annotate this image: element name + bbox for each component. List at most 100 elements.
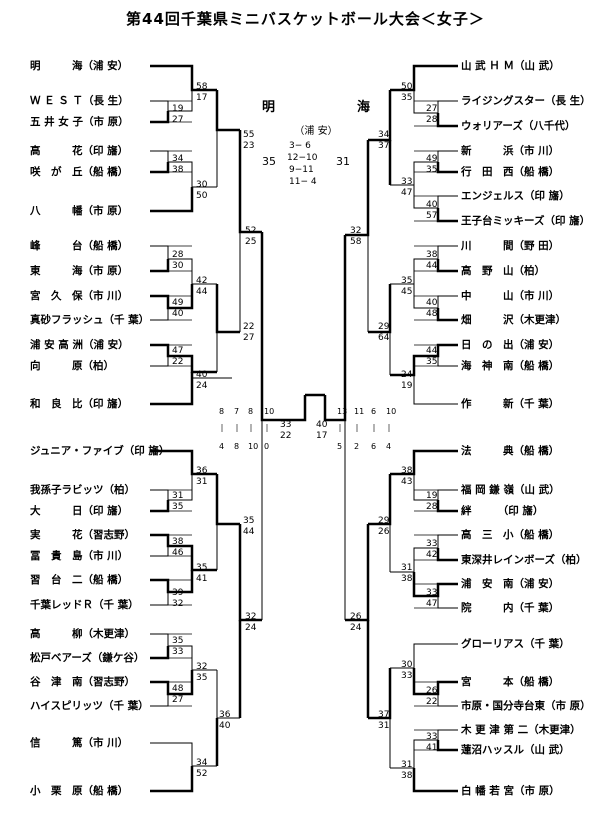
score-right-top: 49: [426, 154, 438, 164]
bracket-line: [215, 474, 240, 526]
score-left-top: 35: [196, 563, 208, 573]
bracket-line: [150, 694, 169, 707]
bracket-line: [436, 740, 458, 752]
team-name-right: 白 幡 若 宮（市 原）: [461, 785, 560, 797]
score-right-bottom: 31: [378, 721, 390, 731]
score-right-bottom: 38: [401, 574, 413, 584]
team-name-left: 向 原（柏）: [30, 360, 114, 372]
score-right-top: 33: [426, 588, 438, 598]
score-right-top: 33: [401, 177, 413, 187]
score-left-top: 52: [245, 226, 257, 236]
team-name-left: ハイスピリッツ（千 葉）: [30, 700, 149, 712]
team-name-right: 行 田 西（船 橋）: [461, 166, 560, 178]
team-name-right: 市原・国分寺台東（市 原）: [461, 700, 591, 712]
score-left-bottom: 50: [196, 191, 208, 201]
score-right-top: 29: [378, 322, 390, 332]
score-left-top: 34: [172, 154, 184, 164]
bracket-line: [390, 643, 458, 669]
team-name-right: 新 浜（市 川）: [461, 145, 560, 157]
score-right-bottom: 33: [401, 671, 413, 681]
quarter-score: 11: [354, 407, 365, 416]
score-right-bottom: 24: [350, 623, 362, 633]
bracket-line: [390, 150, 458, 186]
bracket-line: [150, 64, 217, 92]
score-left-bottom: 17: [196, 93, 208, 103]
score-left-top: 48: [172, 684, 184, 694]
score-right-top: 19: [426, 491, 438, 501]
bracket-line: [150, 187, 194, 213]
score-right-bottom: 35: [401, 93, 413, 103]
quarter-score: 6: [371, 442, 377, 451]
score-left-bottom: 38: [172, 165, 184, 175]
score-right-top: 35: [401, 276, 413, 286]
score-left-top: 49: [172, 298, 184, 308]
score-left-bottom: 52: [196, 769, 208, 779]
score-left-bottom: 27: [243, 333, 255, 343]
team-name-left: 高 柳（木更津）: [30, 628, 135, 640]
team-name-left: 咲 が 丘（船 橋）: [30, 166, 129, 178]
score-left-bottom: 44: [243, 527, 255, 537]
bracket-line: [345, 524, 370, 622]
score-left-bottom: 35: [172, 502, 184, 512]
team-name-right: 宮 本（船 橋）: [461, 676, 560, 688]
quarter-score: 13: [337, 407, 348, 416]
score-left-top: 19: [172, 104, 184, 114]
bracket-line: [436, 113, 458, 128]
score-right-bottom: 26: [378, 527, 390, 537]
score-right-bottom: 35: [426, 357, 438, 367]
score-right-bottom: 44: [426, 261, 438, 271]
bracket-line: [323, 235, 347, 422]
team-name-right: ライジングスター（長 生）: [461, 95, 591, 107]
team-name-right: 作 新（千 葉）: [461, 398, 560, 410]
team-name-right: 高 野 山（柏）: [461, 265, 545, 277]
bracket-line: [150, 742, 217, 767]
bracket-line: [436, 208, 458, 223]
score-right-top: 34: [378, 130, 390, 140]
bracket-line: [150, 546, 169, 557]
score-left-bottom: 41: [196, 574, 208, 584]
bracket-line: [260, 232, 307, 422]
score-left-top: 32: [245, 612, 257, 622]
score-right-bottom: 37: [378, 141, 390, 151]
bracket-line: [150, 245, 217, 285]
team-name-left: 八 幡（市 原）: [30, 205, 129, 217]
score-right-top: 26: [426, 686, 438, 696]
score-left-top: 30: [196, 180, 208, 190]
team-name-right: エンジェルス（印 旛）: [461, 190, 570, 202]
bracket-line: [150, 356, 169, 367]
team-name-right: グローリアス（千 葉）: [461, 638, 570, 650]
bracket-line: [390, 534, 458, 573]
bracket-line: [150, 150, 217, 188]
score-left-top: 22: [243, 322, 255, 332]
score-right-top: 40: [426, 298, 438, 308]
score-left-top: 36: [219, 710, 231, 720]
quarter-score: 10: [264, 407, 275, 416]
bracket-line: [150, 592, 169, 606]
team-name-left: 大 日（印 旛）: [30, 505, 129, 517]
score-right-top: 33: [426, 539, 438, 549]
quarter-score: 4: [386, 442, 392, 451]
quarter-score: 6: [371, 407, 377, 416]
score-right-top: 44: [426, 346, 438, 356]
final-left-total: 35: [262, 155, 276, 168]
bracket-line: [150, 343, 217, 374]
champion-name: 明 海: [262, 96, 370, 115]
team-name-right: 東深井レインボーズ（柏）: [461, 554, 587, 566]
team-name-left: 実 花（習志野）: [30, 529, 135, 541]
bracket-line: [390, 343, 458, 377]
score-left-top: 31: [172, 491, 184, 501]
team-name-left: 五 井 女 子（市 原）: [30, 116, 129, 128]
score-right-bottom: 64: [378, 333, 390, 343]
bracket-line: [390, 245, 458, 285]
team-name-left: Ｗ Ｅ Ｓ Ｔ（長 生）: [30, 95, 129, 107]
score-left-bottom: 30: [172, 261, 184, 271]
team-name-right: 高 三 小（船 橋）: [461, 529, 560, 541]
score-right-top: 31: [401, 760, 413, 770]
score-left-bottom: 32: [172, 599, 184, 609]
team-name-right: ウォリアーズ（八千代）: [461, 120, 576, 132]
team-name-left: 冨 貴 島（市 川）: [30, 550, 129, 562]
score-left-bottom: 24: [196, 381, 208, 391]
bracket-line: [436, 308, 458, 322]
score-right-top: 37: [378, 710, 390, 720]
